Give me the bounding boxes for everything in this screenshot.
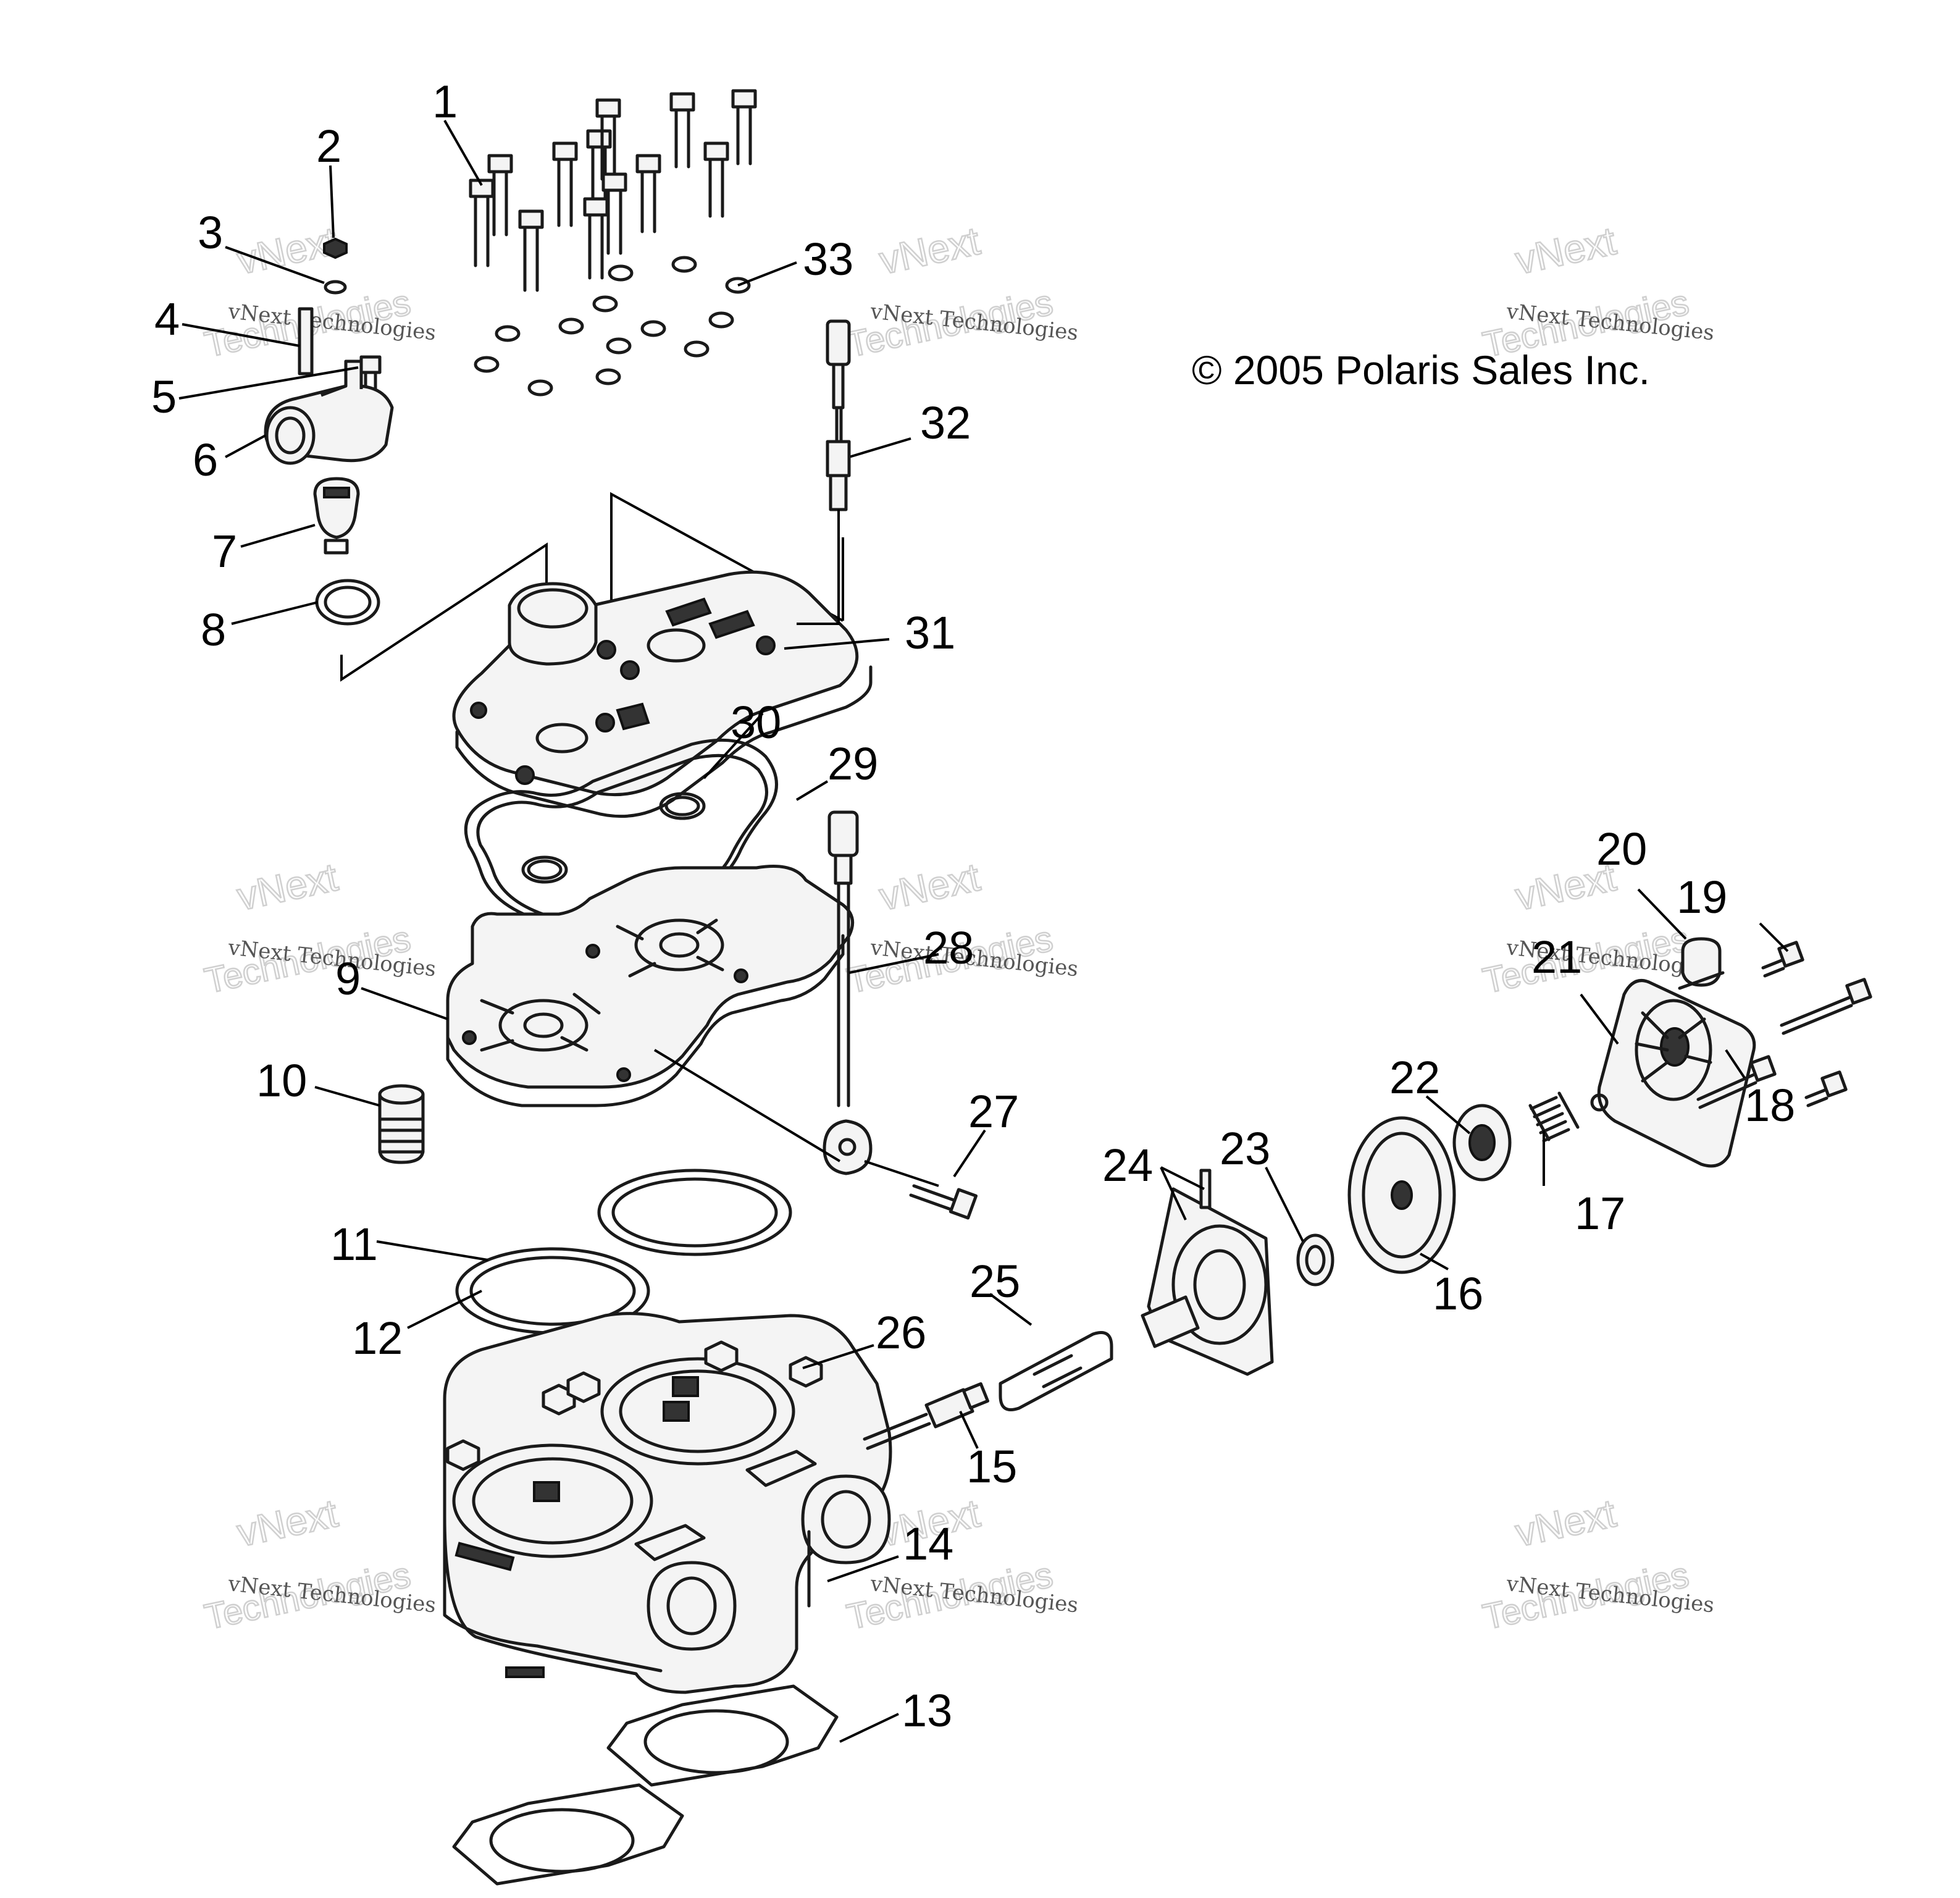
washer-part-3 <box>324 280 347 295</box>
callout-6: 6 <box>193 434 218 485</box>
fitting-part-20 <box>1678 937 1725 990</box>
callout-33: 33 <box>803 233 853 285</box>
svg-text:vNext: vNext <box>233 854 341 918</box>
callout-24: 24 <box>1102 1140 1153 1191</box>
head-cover-part-31 <box>452 570 873 818</box>
copyright-notice: © 2005 Polaris Sales Inc. <box>1192 347 1650 393</box>
head-bolts <box>469 89 757 292</box>
watermark: vNext Technologies vNext Technologies <box>201 217 437 366</box>
callout-18: 18 <box>1744 1080 1795 1131</box>
impeller-part-22 <box>1452 1104 1512 1182</box>
bolt-part-27 <box>909 1184 978 1220</box>
spring-part-17 <box>1528 1091 1580 1143</box>
callout-4: 4 <box>154 293 180 345</box>
callout-13: 13 <box>902 1685 952 1736</box>
callout-3: 3 <box>198 207 223 258</box>
callout-5: 5 <box>151 371 177 422</box>
bolt-part-5 <box>359 355 382 374</box>
base-gasket-part-13 <box>452 1684 839 1886</box>
callout-29: 29 <box>827 738 878 789</box>
callout-10: 10 <box>256 1055 307 1106</box>
callout-11: 11 <box>330 1219 378 1270</box>
impeller-part-16 <box>1347 1116 1456 1274</box>
callout-32: 32 <box>920 397 971 448</box>
watermark: vNext Technologies vNext Technologies <box>1479 1490 1715 1638</box>
callout-16: 16 <box>1433 1268 1483 1319</box>
callout-15: 15 <box>966 1441 1017 1492</box>
pump-housing-part-24 <box>1141 1169 1274 1376</box>
callout-26: 26 <box>876 1307 926 1358</box>
gasket-part-25 <box>999 1331 1113 1411</box>
head-washers <box>474 256 751 397</box>
callout-25: 25 <box>970 1256 1020 1307</box>
oring-part-11 <box>597 1169 792 1256</box>
sensor-part-32 <box>797 319 851 625</box>
callout-14: 14 <box>903 1518 953 1569</box>
callout-labels: 1 2 3 4 5 6 7 8 9 10 11 12 13 14 15 16 1… <box>151 76 1795 1736</box>
callout-23: 23 <box>1220 1123 1270 1174</box>
callout-19: 19 <box>1677 871 1727 923</box>
watermark: vNext Technologies vNext Technologies <box>201 1490 437 1638</box>
callout-12: 12 <box>352 1312 403 1364</box>
callout-28: 28 <box>923 922 974 973</box>
svg-text:vNext: vNext <box>233 1490 341 1555</box>
bolts-part-18-19 <box>1696 941 1872 1109</box>
sensor-part-15 <box>863 1382 990 1450</box>
svg-text:vNext: vNext <box>1512 1490 1620 1555</box>
svg-text:vNext: vNext <box>876 218 984 282</box>
callout-8: 8 <box>201 604 226 655</box>
fitting-part-10 <box>378 1084 425 1164</box>
pump-cover-part-21 <box>1590 979 1756 1168</box>
callout-27: 27 <box>968 1086 1019 1137</box>
callout-21: 21 <box>1531 931 1582 983</box>
callout-9: 9 <box>335 953 361 1004</box>
svg-text:vNext: vNext <box>876 854 984 918</box>
stud-part-4 <box>298 307 314 376</box>
cylinder-block-part-14 <box>443 1312 892 1694</box>
sensor-part-28 <box>653 810 939 1187</box>
leader-lines <box>178 120 1789 1743</box>
svg-text:vNext: vNext <box>1512 218 1620 282</box>
callout-30: 30 <box>731 697 781 748</box>
cylinder-head-part-9 <box>446 865 855 1107</box>
callout-2: 2 <box>316 120 341 172</box>
callout-17: 17 <box>1575 1188 1625 1239</box>
watermark: vNext Technologies vNext Technologies <box>1479 217 1715 366</box>
callout-1: 1 <box>432 76 458 127</box>
callout-31: 31 <box>905 607 955 658</box>
seal-part-23 <box>1296 1233 1334 1287</box>
callout-22: 22 <box>1389 1052 1440 1103</box>
watermark: vNext Technologies vNext Technologies <box>843 217 1079 366</box>
nut-part-2 <box>323 237 348 259</box>
callout-7: 7 <box>212 526 237 577</box>
callout-20: 20 <box>1596 823 1647 875</box>
watermark: vNext Technologies vNext Technologies <box>201 854 437 1002</box>
oring-part-30 <box>521 792 706 884</box>
